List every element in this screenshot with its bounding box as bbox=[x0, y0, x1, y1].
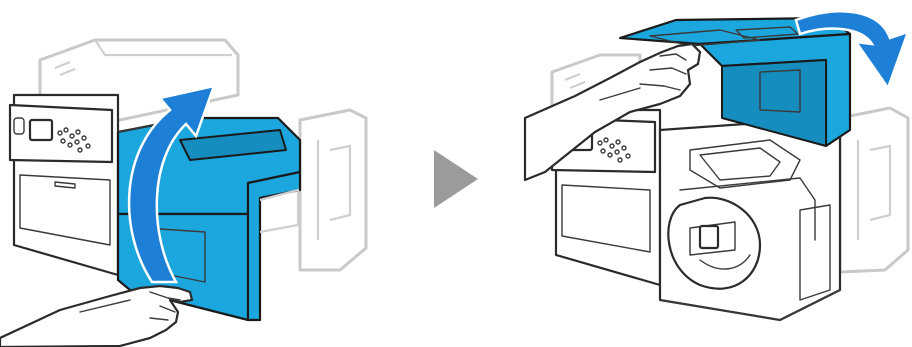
hand-illustration-left bbox=[0, 286, 192, 347]
printer-closed-illustration bbox=[0, 40, 366, 347]
next-step-triangle-icon bbox=[434, 150, 478, 208]
printer-open-illustration bbox=[525, 11, 908, 320]
